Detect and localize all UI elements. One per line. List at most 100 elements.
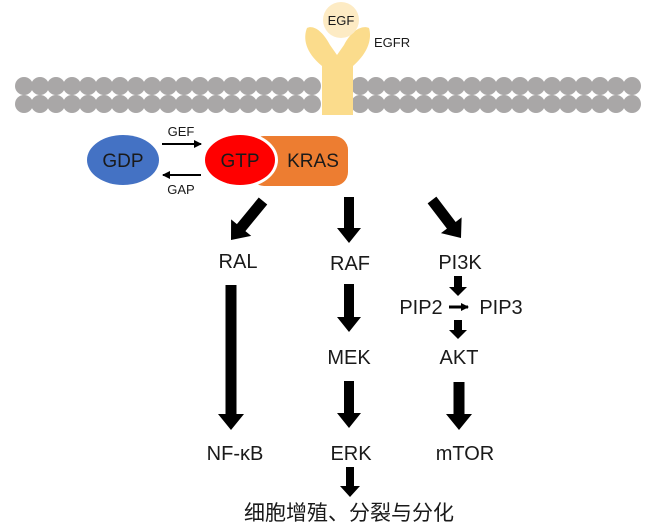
raf-node: RAF bbox=[330, 253, 370, 275]
cellular-outcome: 细胞增殖、分裂与分化 bbox=[244, 502, 454, 525]
pip3-node: PIP3 bbox=[479, 297, 522, 319]
membrane-lipid bbox=[575, 95, 593, 113]
membrane-lipid bbox=[79, 95, 97, 113]
mek-to-erk-arrow bbox=[337, 381, 361, 428]
membrane-lipid bbox=[127, 95, 145, 113]
membrane-lipid bbox=[495, 77, 513, 95]
membrane-lipid bbox=[143, 77, 161, 95]
membrane-lipid bbox=[511, 77, 529, 95]
membrane-lipid bbox=[351, 95, 369, 113]
mtor-node: mTOR bbox=[436, 443, 495, 465]
egf-label: EGF bbox=[328, 13, 355, 28]
receptor-stalk bbox=[322, 70, 353, 115]
nfkb-node: NF-κB bbox=[207, 443, 264, 465]
membrane-lipid bbox=[383, 77, 401, 95]
membrane-lipid bbox=[623, 95, 641, 113]
membrane-lipid bbox=[511, 95, 529, 113]
pip2-node: PIP2 bbox=[399, 297, 442, 319]
membrane-lipid bbox=[159, 77, 177, 95]
membrane-lipid bbox=[271, 95, 289, 113]
kras-to-raf-arrow bbox=[337, 197, 361, 243]
membrane-lipid bbox=[463, 95, 481, 113]
membrane-lipid bbox=[207, 77, 225, 95]
membrane-lipid bbox=[159, 95, 177, 113]
kras-to-pi3k-arrow bbox=[427, 196, 462, 238]
receptor-shape bbox=[305, 27, 371, 95]
membrane-lipid bbox=[303, 77, 321, 95]
membrane-lipid bbox=[399, 95, 417, 113]
pi3k-to-pip-arrow bbox=[449, 276, 467, 296]
membrane-lipid bbox=[271, 77, 289, 95]
membrane-lipid bbox=[383, 95, 401, 113]
egfr-receptor bbox=[305, 27, 371, 115]
membrane-lipid bbox=[431, 77, 449, 95]
pi3k-node: PI3K bbox=[438, 252, 482, 274]
membrane-lipid bbox=[127, 77, 145, 95]
membrane-lipid bbox=[47, 95, 65, 113]
membrane-lipid bbox=[63, 95, 81, 113]
akt-node: AKT bbox=[440, 347, 479, 369]
membrane-lipid bbox=[367, 95, 385, 113]
membrane-lipid bbox=[223, 95, 241, 113]
membrane-lipid bbox=[463, 77, 481, 95]
membrane-lipid bbox=[559, 95, 577, 113]
membrane-lipid bbox=[575, 77, 593, 95]
membrane-lipid bbox=[399, 77, 417, 95]
membrane-lipid bbox=[527, 77, 545, 95]
membrane-lipid bbox=[447, 95, 465, 113]
membrane-lipid bbox=[191, 77, 209, 95]
membrane-lipid bbox=[31, 95, 49, 113]
akt-to-mtor-arrow bbox=[446, 382, 472, 430]
membrane-lipid bbox=[607, 77, 625, 95]
membrane-lipid bbox=[95, 77, 113, 95]
membrane-lipid bbox=[79, 77, 97, 95]
membrane-lipid bbox=[175, 95, 193, 113]
membrane-lipid bbox=[15, 77, 33, 95]
raf-to-mek-arrow bbox=[337, 284, 361, 332]
gtp-node bbox=[205, 135, 275, 185]
membrane-lipid bbox=[287, 95, 305, 113]
gdp-label: GDP bbox=[102, 151, 143, 172]
membrane-lipid bbox=[591, 77, 609, 95]
kras-to-ral-arrow bbox=[231, 197, 268, 240]
membrane-lipid bbox=[143, 95, 161, 113]
membrane-lipid bbox=[351, 77, 369, 95]
gap-label: GAP bbox=[167, 182, 194, 197]
membrane-lipid bbox=[255, 77, 273, 95]
erk-node: ERK bbox=[330, 443, 372, 465]
membrane-lipid bbox=[367, 77, 385, 95]
membrane-lipid bbox=[239, 95, 257, 113]
gef-label: GEF bbox=[168, 124, 195, 139]
kras-label: KRAS bbox=[287, 151, 339, 172]
egfr-label: EGFR bbox=[374, 35, 410, 50]
membrane-lipid bbox=[559, 77, 577, 95]
membrane-lipid bbox=[543, 95, 561, 113]
membrane-lipid bbox=[415, 95, 433, 113]
membrane-lipid bbox=[447, 77, 465, 95]
ral-to-nfkb-arrow bbox=[218, 285, 244, 430]
membrane-lipid bbox=[255, 95, 273, 113]
membrane-lipid bbox=[63, 77, 81, 95]
membrane-lipid bbox=[415, 77, 433, 95]
membrane-lipid bbox=[431, 95, 449, 113]
pip-to-akt-arrow bbox=[449, 320, 467, 339]
membrane-lipid bbox=[15, 95, 33, 113]
membrane-lipid bbox=[591, 95, 609, 113]
membrane-lipid bbox=[207, 95, 225, 113]
membrane-lipid bbox=[303, 95, 321, 113]
membrane-lipid bbox=[479, 77, 497, 95]
membrane-lipid bbox=[607, 95, 625, 113]
membrane-lipid bbox=[623, 77, 641, 95]
erk-to-outcome-arrow bbox=[340, 467, 360, 497]
membrane-lipid bbox=[543, 77, 561, 95]
ral-node: RAL bbox=[219, 251, 258, 273]
membrane-lipid bbox=[191, 95, 209, 113]
cell-membrane bbox=[15, 77, 641, 113]
membrane-lipid bbox=[31, 77, 49, 95]
mek-node: MEK bbox=[327, 347, 371, 369]
membrane-lipid bbox=[111, 77, 129, 95]
membrane-lipid bbox=[111, 95, 129, 113]
gtp-label: GTP bbox=[220, 151, 259, 172]
membrane-lipid bbox=[175, 77, 193, 95]
